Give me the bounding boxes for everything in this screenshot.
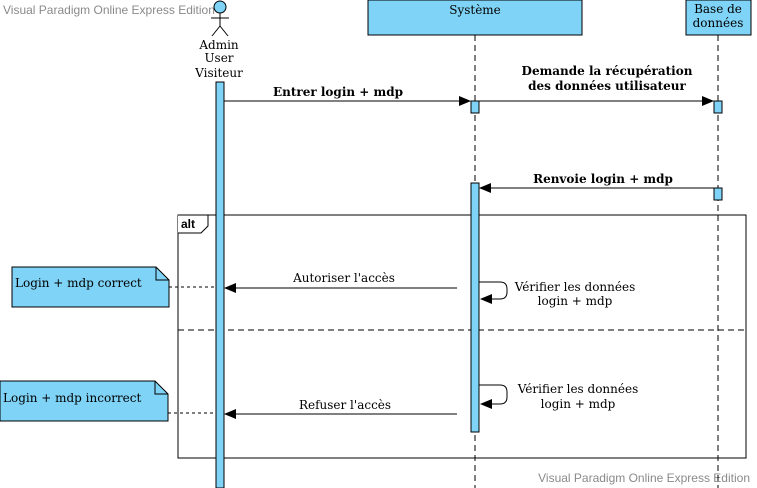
message-request-data-label-1: Demande la récupération bbox=[522, 64, 693, 78]
message-enter-login-label: Entrer login + mdp bbox=[273, 85, 403, 99]
alt-fragment-tab bbox=[178, 214, 209, 234]
self-message-verify-1-label-2: login + mdp bbox=[538, 294, 613, 308]
message-authorize-label: Autoriser l'accès bbox=[292, 271, 395, 285]
database-lifeline-label-1: Base de bbox=[694, 2, 742, 16]
database-activation-2 bbox=[713, 187, 723, 201]
self-message-verify-2-label-1: Vérifier les données bbox=[517, 382, 639, 396]
watermark-bottom: Visual Paradigm Online Express Edition bbox=[538, 471, 750, 485]
actor-label-3: Visiteur bbox=[194, 66, 243, 80]
note-incorrect[interactable] bbox=[0, 380, 169, 422]
database-lifeline-label-2: données bbox=[693, 16, 744, 30]
system-activation-small bbox=[470, 100, 480, 114]
watermark-top: Visual Paradigm Online Express Edition bbox=[3, 3, 215, 17]
alt-fragment bbox=[177, 214, 747, 459]
actor-label-1: Admin bbox=[198, 38, 239, 52]
actor-activation-bar bbox=[215, 81, 225, 488]
system-lifeline-head[interactable] bbox=[367, 0, 583, 36]
self-message-verify-1-label-1: Vérifier les données bbox=[514, 280, 636, 294]
actor-label-2: User bbox=[204, 51, 233, 65]
note-correct[interactable] bbox=[11, 266, 170, 308]
note-incorrect-label: Login + mdp incorrect bbox=[3, 391, 141, 405]
system-lifeline-label: Système bbox=[449, 3, 501, 17]
self-message-verify-1-arrow bbox=[479, 281, 508, 304]
database-activation-1 bbox=[713, 100, 723, 114]
database-lifeline-head[interactable] bbox=[685, 0, 752, 36]
message-refuse-label: Refuser l'accès bbox=[299, 398, 391, 412]
message-request-data-label-2: des données utilisateur bbox=[528, 79, 686, 93]
message-return-login-label: Renvoie login + mdp bbox=[533, 172, 673, 186]
note-correct-label: Login + mdp correct bbox=[15, 276, 142, 290]
system-activation-bar bbox=[470, 182, 480, 433]
self-message-verify-2-label-2: login + mdp bbox=[541, 397, 616, 411]
alt-fragment-label: alt bbox=[181, 217, 195, 231]
self-message-verify-2-arrow bbox=[479, 384, 508, 409]
actor-figure bbox=[211, 0, 229, 37]
